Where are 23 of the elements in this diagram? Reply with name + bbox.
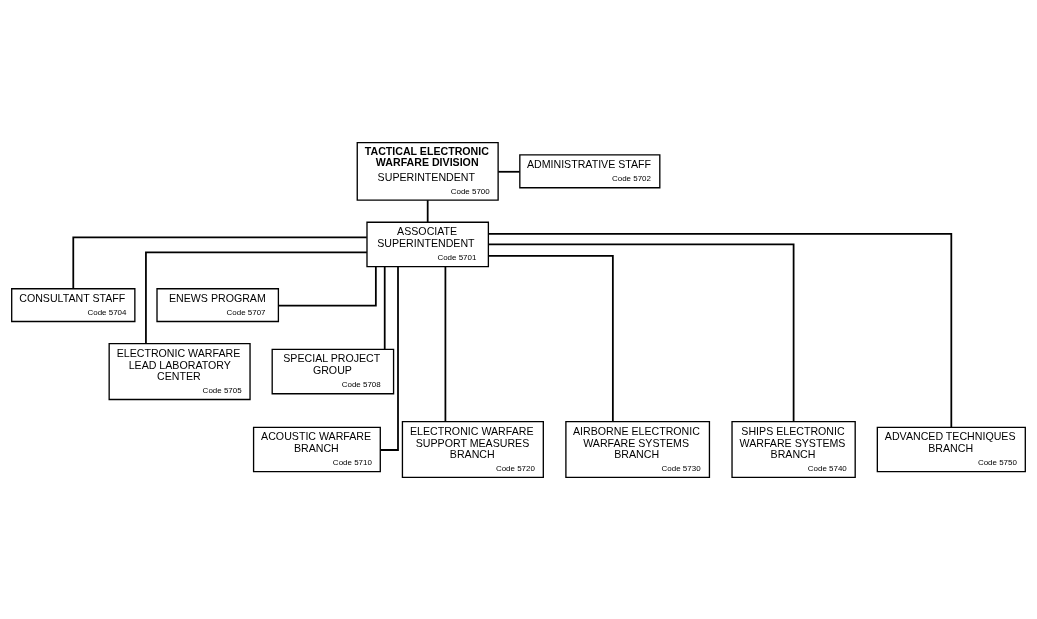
node-box: ENEWS PROGRAM Code 5707 xyxy=(156,287,280,322)
node-box: SHIPS ELECTRONIC WARFARE SYSTEMS BRANCH Code 5740 xyxy=(731,420,856,478)
node-box: ADMINISTRATIVE STAFF Code 5702 xyxy=(519,153,661,188)
connector xyxy=(497,170,521,173)
connector xyxy=(487,232,953,428)
node-box: ELECTRONIC WARFARE SUPPORT MEASURES BRANCH Code 5720 xyxy=(401,420,544,478)
node-box: ELECTRONIC WARFARE LEAD LABORATORY CENTER Code 5705 xyxy=(108,342,251,400)
connector xyxy=(277,265,377,306)
connector xyxy=(383,265,386,350)
connector xyxy=(426,198,429,223)
connector xyxy=(145,251,368,345)
connector xyxy=(379,265,399,451)
node-box: ACOUSTIC WARFARE BRANCH Code 5710 xyxy=(252,426,381,472)
node-box: AIRBORNE ELECTRONIC WARFARE SYSTEMS BRANCH Code 5730 xyxy=(565,420,711,478)
node-box: TACTICAL ELECTRONIC WARFARE DIVISION SUPERINTENDENT Code 5700 xyxy=(356,141,499,201)
node-box: SPECIAL PROJECT GROUP Code 5708 xyxy=(271,348,395,394)
connector xyxy=(487,243,795,422)
connector xyxy=(487,254,614,422)
node-box: CONSULTANT STAFF Code 5704 xyxy=(11,287,136,322)
node-box: ADVANCED TECHNIQUES BRANCH Code 5750 xyxy=(876,426,1026,472)
node-box: ASSOCIATE SUPERINTENDENT Code 5701 xyxy=(366,221,490,267)
connector xyxy=(72,235,368,290)
connector xyxy=(444,265,447,422)
